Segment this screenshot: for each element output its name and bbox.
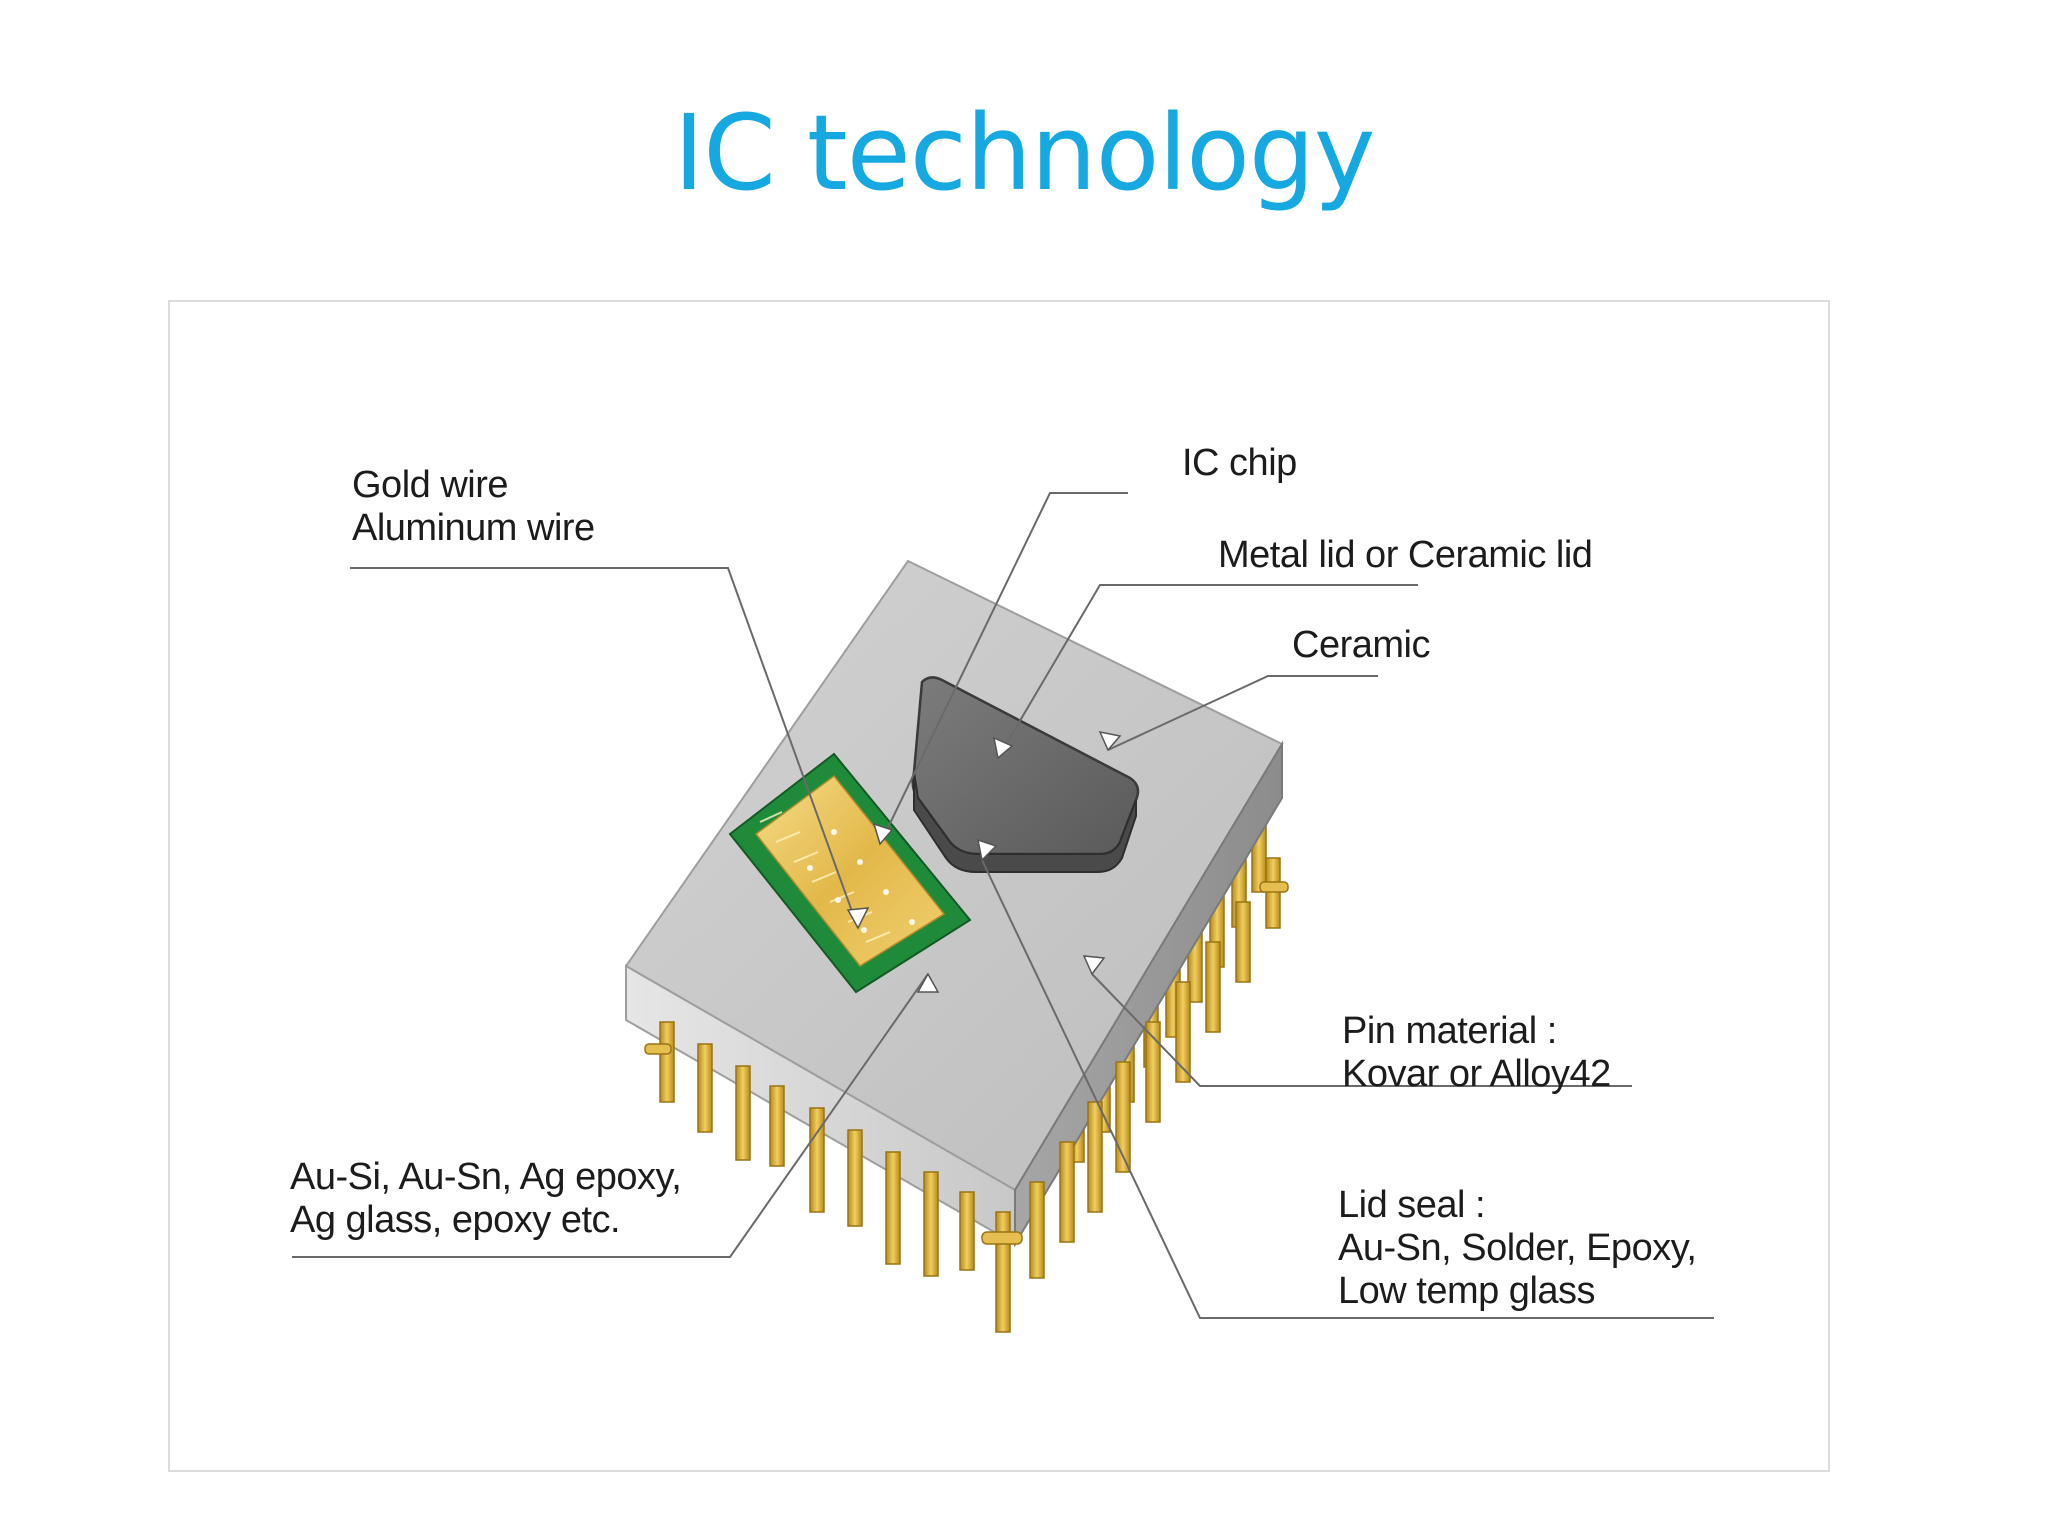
label-ic-chip: IC chip [1182,442,1297,485]
label-lid-seal: Lid seal : Au-Sn, Solder, Epoxy, Low tem… [1338,1184,1697,1313]
label-ceramic-line1: Ceramic [1292,624,1430,666]
label-lid-seal-line2: Au-Sn, Solder, Epoxy, [1338,1227,1697,1269]
leader-lines [292,492,1714,1319]
ic-package-illustration [292,492,1714,1333]
leader-arrowheads [846,730,1122,993]
label-gold-wire: Gold wire Aluminum wire [352,464,595,550]
label-ceramic: Ceramic [1292,624,1430,667]
diagram-frame: Gold wire Aluminum wire IC chip Metal li… [168,300,1830,1472]
label-lid-seal-line1: Lid seal : [1338,1184,1486,1226]
metal-lid [911,676,1140,873]
label-metal-lid: Metal lid or Ceramic lid [1218,534,1593,577]
label-gold-wire-line2: Aluminum wire [352,507,595,549]
label-pin-material-line1: Pin material : [1342,1010,1557,1052]
slide-title: IC technology [673,92,1376,214]
label-pin-material-line2: Kovar or Alloy42 [1342,1053,1611,1095]
label-metal-lid-line1: Metal lid or Ceramic lid [1218,534,1593,576]
pins-front [644,857,1289,1333]
label-die-attach: Au-Si, Au-Sn, Ag epoxy, Ag glass, epoxy … [290,1156,682,1242]
ceramic-body [624,559,1284,1248]
cavity-with-chip [728,752,972,994]
label-die-attach-line2: Ag glass, epoxy etc. [290,1199,621,1241]
label-die-attach-line1: Au-Si, Au-Sn, Ag epoxy, [290,1156,682,1198]
label-pin-material: Pin material : Kovar or Alloy42 [1342,1010,1611,1096]
label-lid-seal-line3: Low temp glass [1338,1270,1596,1312]
label-gold-wire-line1: Gold wire [352,464,508,506]
label-ic-chip-line1: IC chip [1182,442,1297,484]
